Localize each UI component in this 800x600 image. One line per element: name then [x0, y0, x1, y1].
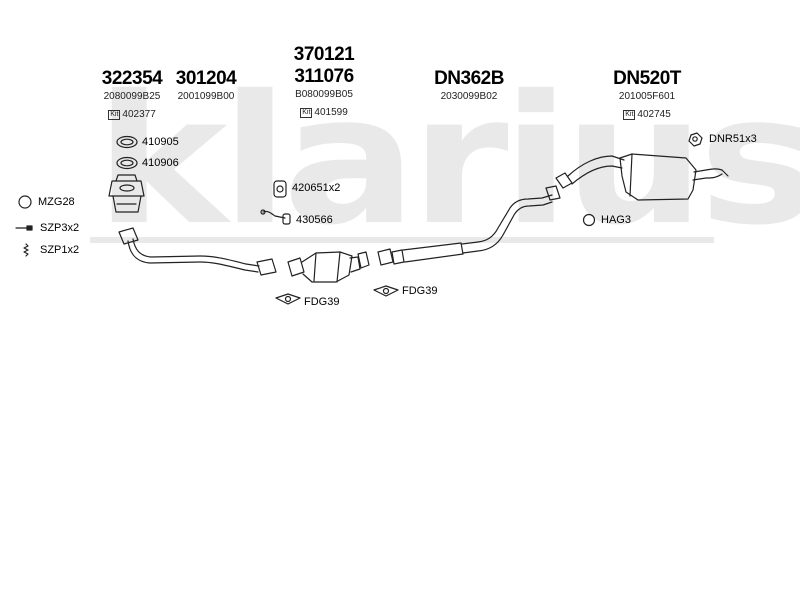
kit-number: 402745	[637, 109, 671, 120]
label-flange-gasket-2: FDG39	[402, 285, 438, 297]
header-group-1: 322354 2080099B25 Kit 402377	[92, 68, 172, 122]
kit-row: Kit 401599	[300, 106, 348, 120]
flange-gasket-1-icon	[275, 293, 301, 305]
header-group-2: 301204 2001099B00	[166, 68, 246, 103]
part-code: B080099B05	[295, 89, 353, 100]
header-group-3: 370121 311076 B080099B05 Kit 401599	[284, 44, 364, 120]
flange-gasket-2-icon	[373, 285, 399, 297]
watermark-text: klarius	[95, 57, 800, 264]
label-gasket-410906: 410906	[142, 157, 179, 169]
header-group-4: DN362B 2030099B02	[424, 68, 514, 103]
kit-number: 402377	[122, 109, 156, 120]
label-sensor: 430566	[296, 214, 333, 226]
part-code: 2080099B25	[103, 91, 161, 102]
bolt-icon	[15, 225, 33, 231]
part-code: 2001099B00	[177, 91, 235, 102]
part-number: 311076	[294, 66, 354, 87]
label-clamp: MZG28	[38, 196, 75, 208]
kit-badge: Kit	[108, 110, 121, 120]
kit-badge: Kit	[300, 108, 313, 118]
centre-silencer-icon	[377, 185, 561, 266]
part-number: 301204	[175, 68, 237, 89]
label-bolt: SZP3x2	[40, 222, 80, 234]
label-spring: SZP1x2	[40, 244, 80, 256]
kit-row: Kit 402377	[108, 108, 156, 122]
part-number: 322354	[101, 68, 163, 89]
label-hanger: HAG3	[601, 214, 631, 226]
watermark-underline	[90, 237, 714, 243]
rubber-mount-icon	[688, 132, 703, 147]
mount-rubber-icon	[273, 180, 287, 198]
kit-number: 401599	[314, 107, 348, 118]
label-gasket-410905: 410905	[142, 136, 179, 148]
catalytic-converter-icon	[287, 251, 370, 283]
sensor-icon	[260, 209, 291, 225]
hanger-icon	[582, 213, 596, 227]
part-number: 370121	[293, 44, 355, 65]
gasket-410906-icon	[116, 156, 138, 170]
clamp-icon	[18, 195, 32, 209]
part-number: DN362B	[434, 68, 504, 89]
part-code: 2030099B02	[440, 91, 498, 102]
kit-badge: Kit	[623, 110, 636, 120]
rear-silencer-icon	[555, 153, 729, 201]
front-pipe-icon	[118, 227, 277, 276]
kit-row: Kit 402745	[623, 108, 671, 122]
part-number: DN520T	[613, 68, 681, 89]
gasket-410905-icon	[116, 135, 138, 149]
label-mount: 420651x2	[292, 182, 341, 194]
manifold-flange-icon	[108, 174, 145, 213]
part-code: 201005F601	[618, 91, 676, 102]
spring-icon	[23, 243, 29, 257]
label-rubber-mount: DNR51x3	[709, 133, 757, 145]
label-flange-gasket-1: FDG39	[304, 296, 340, 308]
header-group-5: DN520T 201005F601 Kit 402745	[602, 68, 692, 122]
